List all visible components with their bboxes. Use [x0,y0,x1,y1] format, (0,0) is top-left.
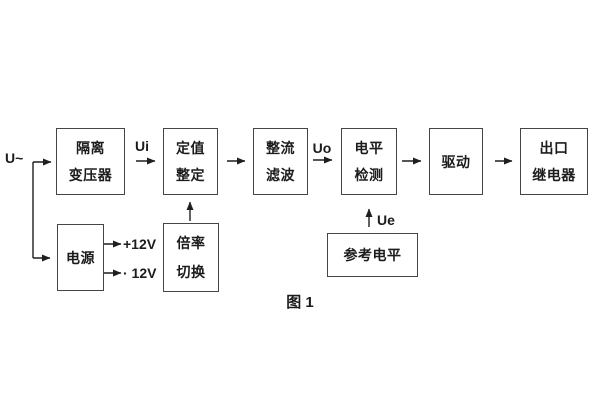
block-label: 继电器 [532,167,576,183]
block-ratio-switch: 倍率 切换 [163,223,219,292]
block-label: 滤波 [266,167,295,183]
label-ui: Ui [135,138,149,154]
label-plus12v: +12V [123,236,157,252]
block-label: 整定 [176,167,205,183]
label-input-u: U~ [5,150,24,166]
figure-caption: 图 1 [286,294,314,311]
block-reference-level: 参考电平 [327,233,418,277]
block-setting-adjust: 定值 整定 [163,128,218,195]
block-label: 检测 [354,167,384,183]
block-label: 倍率 [176,235,206,251]
block-isolation-transformer: 隔离 变压器 [56,128,125,195]
block-label: 定值 [176,140,205,156]
label-ue: Ue [377,212,395,228]
block-rectifier-filter: 整流 滤波 [253,128,308,195]
block-output-relay: 出口 继电器 [520,128,588,195]
block-level-detection: 电平 检测 [341,128,397,195]
block-label: 切换 [176,264,206,280]
block-label: 电源 [66,249,95,266]
block-label: 驱动 [441,153,471,170]
block-label: 隔离 [76,140,105,156]
block-drive: 驱动 [429,128,483,195]
block-label: 电平 [354,140,384,156]
label-minus12v: · 12V [123,265,157,281]
block-label: 整流 [266,140,295,156]
block-label: 参考电平 [343,247,402,263]
block-power-supply: 电源 [57,224,104,291]
block-label: 出口 [539,140,569,156]
block-label: 变压器 [68,167,113,183]
label-uo: Uo [312,140,332,156]
